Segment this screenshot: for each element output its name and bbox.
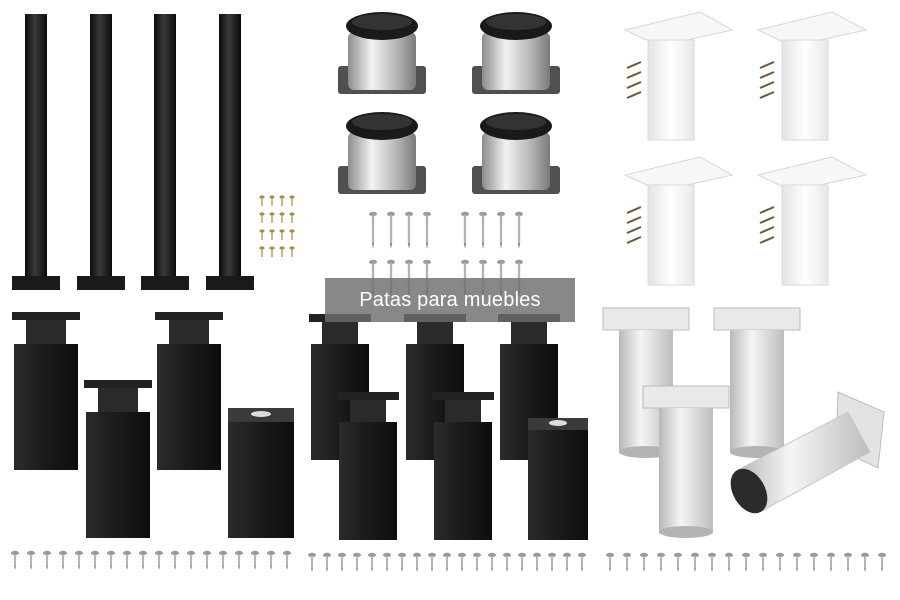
black-adjustable-leg	[155, 312, 223, 470]
black-adjustable-leg	[432, 392, 494, 540]
black-tube-leg	[12, 14, 60, 290]
black-adjustable-leg	[12, 312, 80, 470]
black-tube-leg	[206, 14, 254, 290]
white-square-leg	[756, 156, 868, 286]
round-chrome-leg	[472, 112, 560, 194]
black-adjustable-leg	[337, 392, 399, 540]
white-square-legs-group	[623, 11, 868, 286]
round-chrome-leg	[338, 12, 426, 94]
brass-screws-icon	[259, 195, 295, 257]
round-chrome-legs-group	[338, 12, 560, 297]
silver-cylinder-leg	[642, 385, 730, 538]
black-adjustable-leg	[528, 418, 588, 540]
screws-icon	[11, 550, 886, 572]
black-adjustable-leg	[228, 408, 294, 538]
white-square-leg	[623, 156, 734, 286]
black-adjustable-leg	[84, 380, 152, 538]
black-adjustable-legs-set-a	[12, 312, 294, 538]
black-tube-leg	[77, 14, 125, 290]
silver-cylinder-legs-group	[602, 307, 885, 538]
caption-label: Patas para muebles	[325, 278, 575, 322]
silver-cylinder-leg-angled	[730, 391, 885, 514]
black-tube-leg	[141, 14, 189, 290]
white-square-leg	[756, 11, 868, 141]
silver-cylinder-leg	[713, 307, 801, 458]
white-square-leg	[623, 11, 734, 141]
round-chrome-leg	[472, 12, 560, 94]
black-tube-legs-group	[12, 14, 295, 290]
black-adjustable-legs-set-b	[309, 314, 588, 540]
round-chrome-leg	[338, 112, 426, 194]
